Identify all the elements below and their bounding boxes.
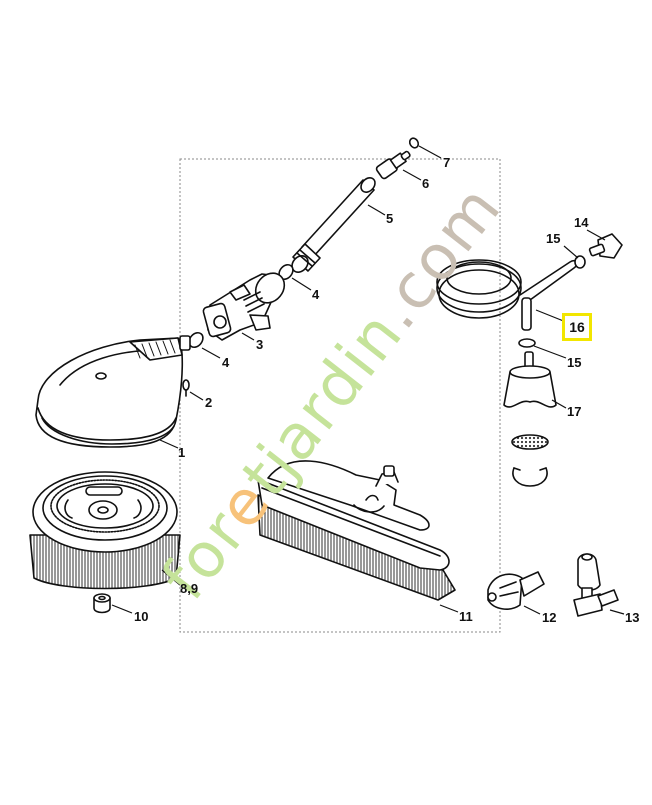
part-1-housing: [35, 335, 191, 448]
part-3-joint: [202, 272, 286, 341]
part-7-oring: [408, 137, 420, 149]
part-4-oring-lower: [188, 331, 204, 349]
label-part-8-9[interactable]: 8,9: [180, 581, 199, 596]
part-11-flat-brush: [257, 460, 456, 601]
label-part-13[interactable]: 13: [625, 610, 640, 625]
part-6-nipple: [375, 150, 411, 180]
part-16-hose: [436, 259, 578, 331]
label-part-17[interactable]: 17: [567, 404, 582, 419]
part-15-clamp-lower: [518, 338, 536, 348]
part-8-9-brush: [29, 471, 181, 590]
label-part-4-upper[interactable]: 4: [312, 287, 320, 302]
part-15-clamp-upper: [574, 255, 586, 269]
label-part-1[interactable]: 1: [178, 445, 186, 460]
label-part-11[interactable]: 11: [459, 609, 473, 624]
part-2-screw: [182, 379, 190, 397]
label-part-12[interactable]: 12: [542, 610, 557, 625]
label-part-16-highlighted[interactable]: 16: [562, 313, 592, 341]
label-part-10[interactable]: 10: [134, 609, 149, 624]
part-14-connector: [588, 233, 623, 259]
label-part-4-lower[interactable]: 4: [222, 355, 230, 370]
label-part-15-lower[interactable]: 15: [567, 355, 582, 370]
label-part-7[interactable]: 7: [443, 155, 451, 170]
label-part-14[interactable]: 14: [574, 215, 589, 230]
part-5-tube: [291, 177, 376, 273]
label-part-15-upper[interactable]: 15: [546, 231, 561, 246]
part-13-nozzle: [573, 553, 619, 617]
leader-lines: [111, 145, 625, 615]
part-12-nozzle: [487, 571, 545, 610]
label-part-5[interactable]: 5: [386, 211, 394, 226]
label-part-2[interactable]: 2: [205, 395, 213, 410]
part-17-filter: [503, 351, 557, 487]
part-10-spacer: [93, 593, 111, 614]
label-part-6[interactable]: 6: [422, 176, 430, 191]
label-part-3[interactable]: 3: [256, 337, 264, 352]
